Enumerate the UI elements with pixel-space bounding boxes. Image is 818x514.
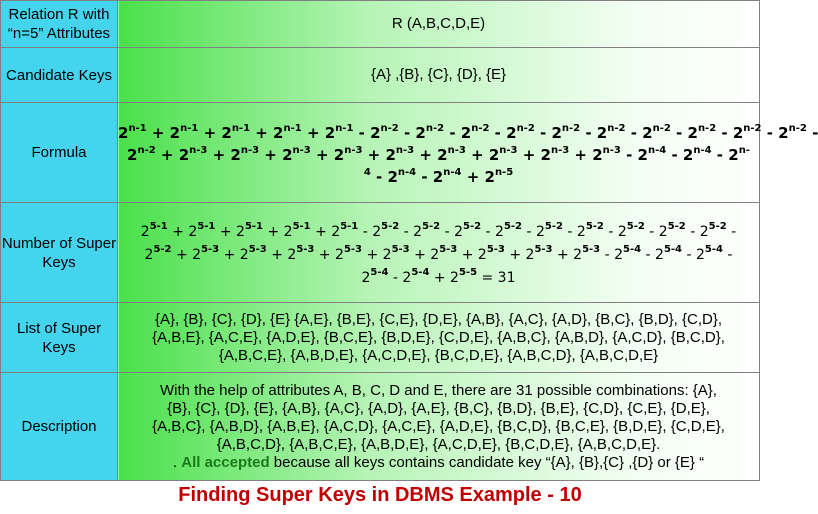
- line-3: {A,B,C}, {A,B,D}, {A,B,E}, {A,C,D}, {A,C…: [152, 417, 725, 435]
- row-super-key-count: Number of Super Keys 25-1 + 25-1 + 25-1 …: [0, 202, 760, 303]
- formula-lines: 2n-1 + 2n-1 + 2n-1 + 2n-1 + 2n-1 - 2n-2 …: [118, 120, 818, 186]
- verdict-rest: because all keys contains candidate key …: [269, 453, 705, 471]
- line-2: {A,B,E}, {A,C,E}, {A,D,E}, {B,C,E}, {B,D…: [152, 328, 725, 346]
- verdict-accent: All accepted: [181, 453, 270, 471]
- line-3: 25-4 - 25-4 + 25-5 = 31: [361, 267, 516, 286]
- line-1: With the help of attributes A, B, C, D a…: [160, 381, 717, 399]
- verdict-prefix: .: [172, 453, 182, 471]
- description-lines: With the help of attributes A, B, C, D a…: [118, 382, 759, 454]
- super-keys-table: Relation R with “n=5” Attributes R (A,B,…: [0, 0, 818, 481]
- line-1: 2n-1 + 2n-1 + 2n-1 + 2n-1 + 2n-1 - 2n-2 …: [118, 122, 818, 142]
- super-key-list-lines: {A}, {B}, {C}, {D}, {E} {A,E}, {B,E}, {C…: [118, 311, 759, 365]
- line-3: {A,B,C,E}, {A,B,D,E}, {A,C,D,E}, {B,C,D,…: [218, 346, 659, 364]
- label-relation: Relation R with “n=5” Attributes: [0, 0, 118, 48]
- label-super-key-list: List of Super Keys: [0, 302, 118, 373]
- value-description: With the help of attributes A, B, C, D a…: [117, 372, 760, 481]
- value-formula: 2n-1 + 2n-1 + 2n-1 + 2n-1 + 2n-1 - 2n-2 …: [117, 102, 818, 203]
- line-1: 25-1 + 25-1 + 25-1 + 25-1 + 25-1 - 25-2 …: [140, 221, 737, 240]
- label-formula: Formula: [0, 102, 118, 203]
- line-1: {A}, {B}, {C}, {D}, {E} {A,E}, {B,E}, {C…: [154, 310, 723, 328]
- line-4: {A,B,C,D}, {A,B,C,E}, {A,B,D,E}, {A,C,D,…: [216, 435, 661, 453]
- row-super-key-list: List of Super Keys {A}, {B}, {C}, {D}, {…: [0, 302, 760, 373]
- line-2: 2n-2 + 2n-3 + 2n-3 + 2n-3 + 2n-3 + 2n-3 …: [127, 144, 750, 164]
- page-caption: Finding Super Keys in DBMS Example - 10: [178, 484, 582, 506]
- value-relation: R (A,B,C,D,E): [117, 0, 760, 48]
- value-candidate-keys: {A} ,{B}, {C}, {D}, {E}: [117, 47, 760, 103]
- row-formula: Formula 2n-1 + 2n-1 + 2n-1 + 2n-1 + 2n-1…: [0, 102, 818, 203]
- value-super-key-count: 25-1 + 25-1 + 25-1 + 25-1 + 25-1 - 25-2 …: [117, 202, 760, 303]
- value-super-key-list: {A}, {B}, {C}, {D}, {E} {A,E}, {B,E}, {C…: [117, 302, 760, 373]
- label-super-key-count: Number of Super Keys: [0, 202, 118, 303]
- description-verdict: . All accepted because all keys contains…: [118, 454, 759, 472]
- row-candidate-keys: Candidate Keys {A} ,{B}, {C}, {D}, {E}: [0, 47, 760, 103]
- label-candidate-keys: Candidate Keys: [0, 47, 118, 103]
- line-2: {B}, {C}, {D}, {E}, {A,B}, {A,C}, {A,D},…: [167, 399, 710, 417]
- row-description: Description With the help of attributes …: [0, 372, 760, 481]
- line-3: 4 - 2n-4 - 2n-4 + 2n-5: [363, 166, 514, 186]
- super-key-expansion-lines: 25-1 + 25-1 + 25-1 + 25-1 + 25-1 - 25-2 …: [118, 218, 759, 287]
- line-2: 25-2 + 25-3 + 25-3 + 25-3 + 25-3 + 25-3 …: [144, 244, 733, 263]
- row-relation: Relation R with “n=5” Attributes R (A,B,…: [0, 0, 760, 48]
- label-description: Description: [0, 372, 118, 481]
